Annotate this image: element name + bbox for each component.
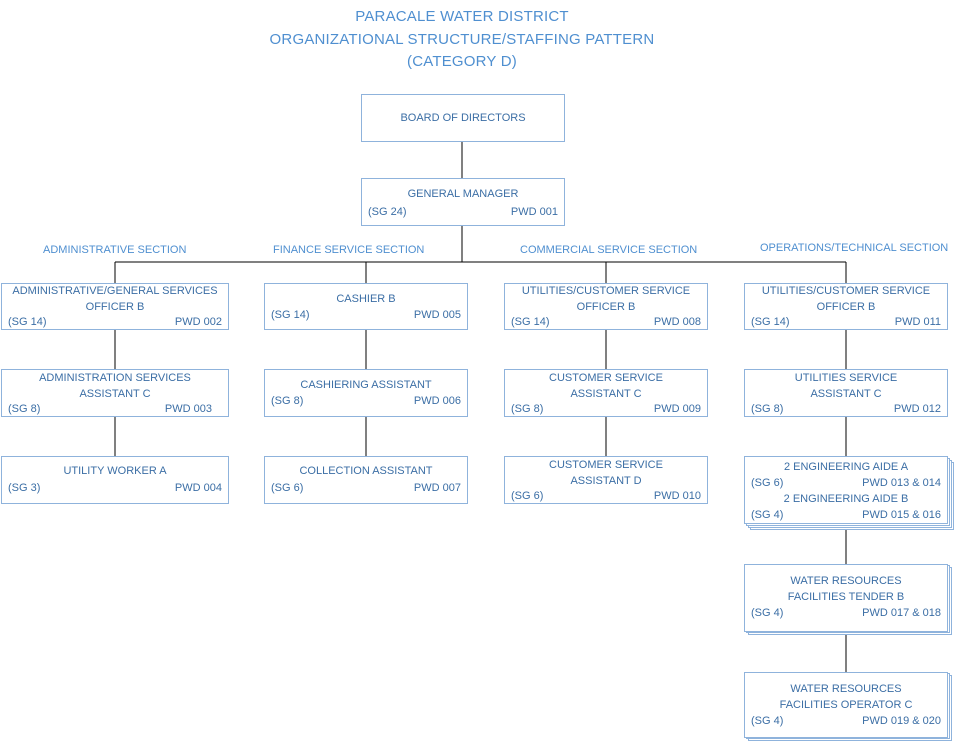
salary-grade: (SG 4) bbox=[751, 509, 784, 521]
collection-assistant-box: COLLECTION ASSISTANT (SG 6) PWD 007 bbox=[264, 456, 468, 504]
box-title: ADMINISTRATION SERVICES bbox=[39, 372, 191, 384]
customer-service-assistant-c-box: CUSTOMER SERVICE ASSISTANT C (SG 8) PWD … bbox=[504, 369, 708, 417]
salary-grade: (SG 14) bbox=[751, 316, 790, 328]
box-title: 2 ENGINEERING AIDE A bbox=[783, 461, 909, 473]
box-title: CASHIERING ASSISTANT bbox=[300, 379, 432, 391]
section-label-finance: FINANCE SERVICE SECTION bbox=[273, 244, 425, 256]
cashier-box: CASHIER B (SG 14) PWD 005 bbox=[264, 283, 468, 330]
box-title: UTILITY WORKER A bbox=[63, 465, 167, 477]
position-code: PWD 019 & 020 bbox=[862, 715, 941, 727]
position-code: PWD 010 bbox=[653, 490, 701, 502]
position-code: PWD 011 bbox=[894, 316, 941, 328]
customer-service-assistant-d-box: CUSTOMER SERVICE ASSISTANT D (SG 6) PWD … bbox=[504, 456, 708, 504]
facilities-operator-box: WATER RESOURCES FACILITIES OPERATOR C (S… bbox=[744, 672, 948, 738]
admin-officer-box: ADMINISTRATIVE/GENERAL SERVICES OFFICER … bbox=[1, 283, 229, 330]
cashiering-assistant-box: CASHIERING ASSISTANT (SG 8) PWD 006 bbox=[264, 369, 468, 417]
box-title: ASSISTANT D bbox=[570, 475, 642, 487]
commercial-officer-box: UTILITIES/CUSTOMER SERVICE OFFICER B (SG… bbox=[504, 283, 708, 330]
box-title: OFFICER B bbox=[816, 301, 876, 313]
salary-grade: (SG 14) bbox=[271, 309, 310, 321]
box-title: CUSTOMER SERVICE bbox=[549, 459, 663, 471]
position-code: PWD 017 & 018 bbox=[862, 607, 941, 619]
box-title: FACILITIES OPERATOR C bbox=[779, 699, 913, 711]
position-code: PWD 005 bbox=[413, 309, 461, 321]
salary-grade: (SG 3) bbox=[8, 482, 41, 494]
section-label-administrative: ADMINISTRATIVE SECTION bbox=[43, 244, 187, 256]
box-title: UTILITIES/CUSTOMER SERVICE bbox=[761, 285, 931, 297]
chart-title-line1: PARACALE WATER DISTRICT bbox=[355, 8, 569, 25]
position-code: PWD 012 bbox=[893, 403, 941, 415]
box-title: BOARD OF DIRECTORS bbox=[400, 112, 526, 124]
salary-grade: (SG 8) bbox=[751, 403, 784, 415]
box-title: ASSISTANT C bbox=[570, 388, 642, 400]
salary-grade: (SG 14) bbox=[511, 316, 550, 328]
box-title: 2 ENGINEERING AIDE B bbox=[783, 493, 909, 505]
position-code: PWD 002 bbox=[174, 316, 222, 328]
position-code: PWD 006 bbox=[413, 395, 461, 407]
salary-grade: (SG 4) bbox=[751, 715, 784, 727]
salary-grade: (SG 6) bbox=[751, 477, 784, 489]
salary-grade: (SG 4) bbox=[751, 607, 784, 619]
box-title: GENERAL MANAGER bbox=[407, 188, 519, 200]
salary-grade: (SG 14) bbox=[8, 316, 47, 328]
position-code: PWD 009 bbox=[653, 403, 701, 415]
position-code: PWD 003 bbox=[164, 403, 212, 415]
box-title: UTILITIES/CUSTOMER SERVICE bbox=[521, 285, 691, 297]
position-code: PWD 004 bbox=[174, 482, 222, 494]
position-code: PWD 013 & 014 bbox=[862, 477, 941, 489]
position-code: PWD 008 bbox=[653, 316, 701, 328]
general-manager-box: GENERAL MANAGER (SG 24) PWD 001 bbox=[361, 178, 565, 226]
board-of-directors-box: BOARD OF DIRECTORS bbox=[361, 94, 565, 142]
salary-grade: (SG 24) bbox=[368, 206, 407, 218]
salary-grade: (SG 8) bbox=[8, 403, 41, 415]
position-code: PWD 001 bbox=[510, 206, 558, 218]
engineering-aide-box: 2 ENGINEERING AIDE A (SG 6) PWD 013 & 01… bbox=[744, 456, 948, 524]
salary-grade: (SG 8) bbox=[271, 395, 304, 407]
box-title: ASSISTANT C bbox=[810, 388, 882, 400]
section-label-commercial: COMMERCIAL SERVICE SECTION bbox=[520, 244, 698, 256]
salary-grade: (SG 6) bbox=[511, 490, 544, 502]
box-title: COLLECTION ASSISTANT bbox=[299, 465, 433, 477]
box-title: ADMINISTRATIVE/GENERAL SERVICES bbox=[12, 285, 218, 297]
box-title: UTILITIES SERVICE bbox=[794, 372, 898, 384]
box-title: CASHIER B bbox=[336, 293, 396, 305]
operations-officer-box: UTILITIES/CUSTOMER SERVICE OFFICER B (SG… bbox=[744, 283, 948, 330]
chart-title-line2: ORGANIZATIONAL STRUCTURE/STAFFING PATTER… bbox=[269, 31, 655, 48]
box-title: OFFICER B bbox=[576, 301, 636, 313]
box-title: FACILITIES TENDER B bbox=[787, 591, 905, 603]
position-code: PWD 007 bbox=[413, 482, 461, 494]
section-label-operations: OPERATIONS/TECHNICAL SECTION bbox=[760, 242, 949, 254]
facilities-tender-box: WATER RESOURCES FACILITIES TENDER B (SG … bbox=[744, 564, 948, 632]
chart-title-line3: (CATEGORY D) bbox=[407, 53, 517, 70]
utilities-service-assistant-box: UTILITIES SERVICE ASSISTANT C (SG 8) PWD… bbox=[744, 369, 948, 417]
admin-assistant-box: ADMINISTRATION SERVICES ASSISTANT C (SG … bbox=[1, 369, 229, 417]
box-title: CUSTOMER SERVICE bbox=[549, 372, 663, 384]
salary-grade: (SG 8) bbox=[511, 403, 544, 415]
box-title: WATER RESOURCES bbox=[790, 683, 902, 695]
box-title: OFFICER B bbox=[85, 301, 145, 313]
utility-worker-box: UTILITY WORKER A (SG 3) PWD 004 bbox=[1, 456, 229, 504]
salary-grade: (SG 6) bbox=[271, 482, 304, 494]
box-title: WATER RESOURCES bbox=[790, 575, 902, 587]
box-title: ASSISTANT C bbox=[79, 388, 151, 400]
position-code: PWD 015 & 016 bbox=[862, 509, 941, 521]
